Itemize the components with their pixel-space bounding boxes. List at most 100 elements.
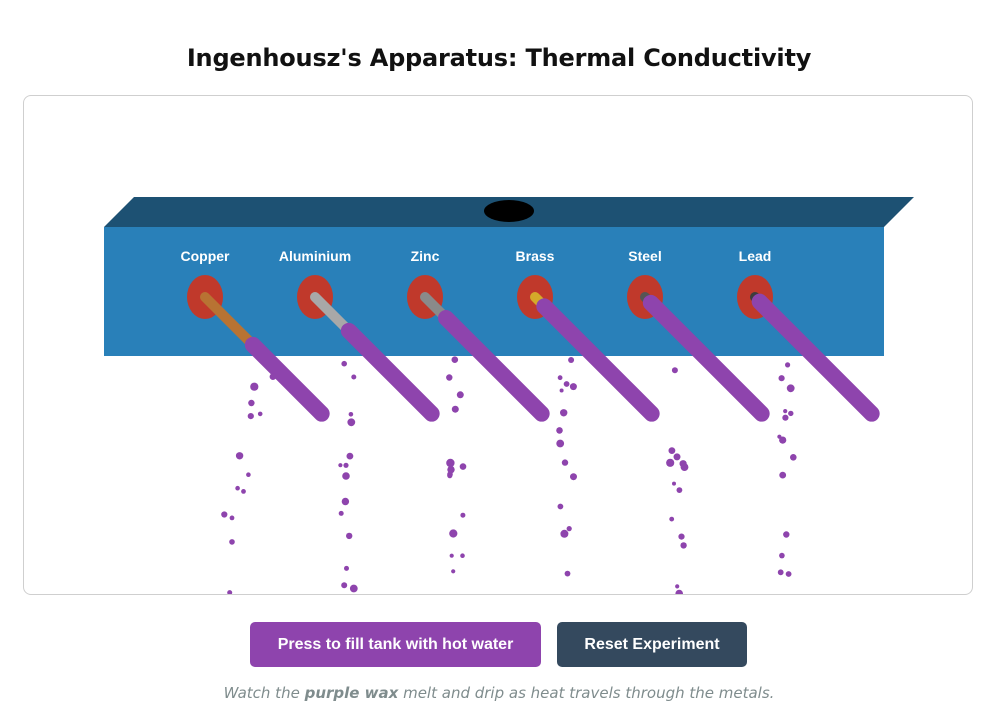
metal-aluminium: Aluminium (279, 248, 440, 422)
wax-drip (451, 405, 459, 413)
wax-drip (269, 373, 277, 381)
wax-drip (343, 462, 349, 468)
wax-drip (783, 409, 788, 414)
wax-drip (227, 590, 233, 594)
wax-drip (347, 418, 356, 427)
metal-steel: Steel (627, 248, 770, 422)
wax-drip (235, 452, 244, 460)
metal-zinc: Zinc (407, 248, 550, 422)
fill-tank-button[interactable]: Press to fill tank with hot water (250, 622, 541, 667)
wax-drip (235, 485, 240, 491)
wax-drip (459, 463, 467, 470)
wax-drip (666, 458, 675, 467)
wax-drip (557, 503, 564, 510)
wax-drip (348, 412, 354, 417)
wax-copper (244, 336, 330, 422)
wax-drip (460, 553, 465, 558)
metal-brass: Brass (516, 248, 660, 422)
wax-drip (344, 565, 349, 571)
wax-drip (449, 529, 458, 538)
wax-drip (338, 463, 343, 468)
label-steel: Steel (628, 248, 661, 264)
wax-drip (557, 375, 563, 381)
wax-drip (680, 542, 687, 549)
wax-drip (341, 497, 350, 506)
wax-drip (346, 532, 353, 540)
wax-drip (777, 569, 784, 576)
label-copper: Copper (181, 248, 231, 264)
wax-drip (451, 569, 456, 574)
wax-drip (246, 472, 251, 478)
instruction-hint: Watch the purple wax melt and drip as he… (0, 684, 998, 702)
wax-drip (250, 382, 259, 391)
wax-drip (677, 591, 682, 594)
wax-drip (785, 362, 791, 368)
hint-text-before: Watch the (223, 684, 305, 702)
wax-drip (460, 512, 466, 518)
wax-drip (346, 452, 354, 460)
wax-drip (338, 510, 344, 516)
wax-drip (342, 472, 350, 480)
wax-drip (446, 458, 455, 468)
wax-drip (788, 410, 794, 417)
wax-drip (779, 436, 787, 444)
wax-drip (569, 383, 577, 391)
wax-drip (560, 409, 568, 417)
wax-drip (778, 375, 785, 382)
wax-drip (456, 391, 464, 399)
wax-drip (669, 516, 675, 522)
wax-drip (671, 367, 678, 374)
wax-drip (241, 489, 246, 494)
hint-emphasis: purple wax (304, 684, 399, 702)
wax-drip (564, 570, 571, 577)
wax-drip (451, 356, 459, 364)
wax-drip (779, 552, 785, 559)
wax-drip (248, 399, 255, 407)
wax-drip (449, 553, 454, 558)
wax-drip (786, 384, 795, 393)
metal-lead: Lead (737, 248, 880, 422)
reset-experiment-button[interactable]: Reset Experiment (557, 622, 747, 667)
wax-drip (341, 360, 348, 367)
wax-drip (783, 531, 790, 538)
label-brass: Brass (516, 248, 555, 264)
wax-zinc (438, 310, 550, 422)
apparatus-drawing: Copper Aluminium Zinc Brass Steel Lead (104, 197, 914, 594)
label-aluminium: Aluminium (279, 248, 351, 264)
wax-drip (563, 381, 570, 387)
wax-drip (560, 529, 569, 538)
wax-drip (447, 471, 453, 478)
wax-drip (675, 584, 680, 589)
wax-drip (349, 584, 358, 593)
wax-drip (785, 571, 792, 577)
apparatus-canvas: Copper Aluminium Zinc Brass Steel Lead (23, 95, 973, 595)
wax-drip (447, 465, 455, 474)
label-zinc: Zinc (411, 248, 440, 264)
wax-drip (561, 459, 569, 466)
wax-drip (257, 411, 263, 417)
wax-drip (779, 471, 787, 479)
wax-drip (672, 481, 676, 486)
wax-drip (782, 414, 789, 421)
wax-drip (229, 515, 235, 521)
wax-drip (673, 453, 681, 461)
page-title: Ingenhousz's Apparatus: Thermal Conducti… (186, 44, 812, 72)
wax-drip (790, 454, 797, 461)
wax-drip (341, 582, 348, 589)
wax-drip (247, 413, 254, 420)
wax-drip (351, 374, 357, 380)
label-lead: Lead (739, 248, 772, 264)
wax-steel (642, 294, 770, 422)
wax-drip (446, 374, 453, 381)
wax-drip (272, 365, 281, 374)
wax-drip (676, 487, 683, 493)
wax-drip (556, 439, 565, 448)
wax-drip (559, 388, 564, 393)
wax-drip (568, 357, 575, 363)
wax-drip (668, 447, 676, 454)
hint-text-after: melt and drip as heat travels through th… (398, 684, 775, 702)
wax-brass (536, 298, 660, 422)
metal-copper: Copper (181, 248, 330, 422)
wax-drip (678, 533, 685, 540)
wax-drip (679, 460, 687, 468)
